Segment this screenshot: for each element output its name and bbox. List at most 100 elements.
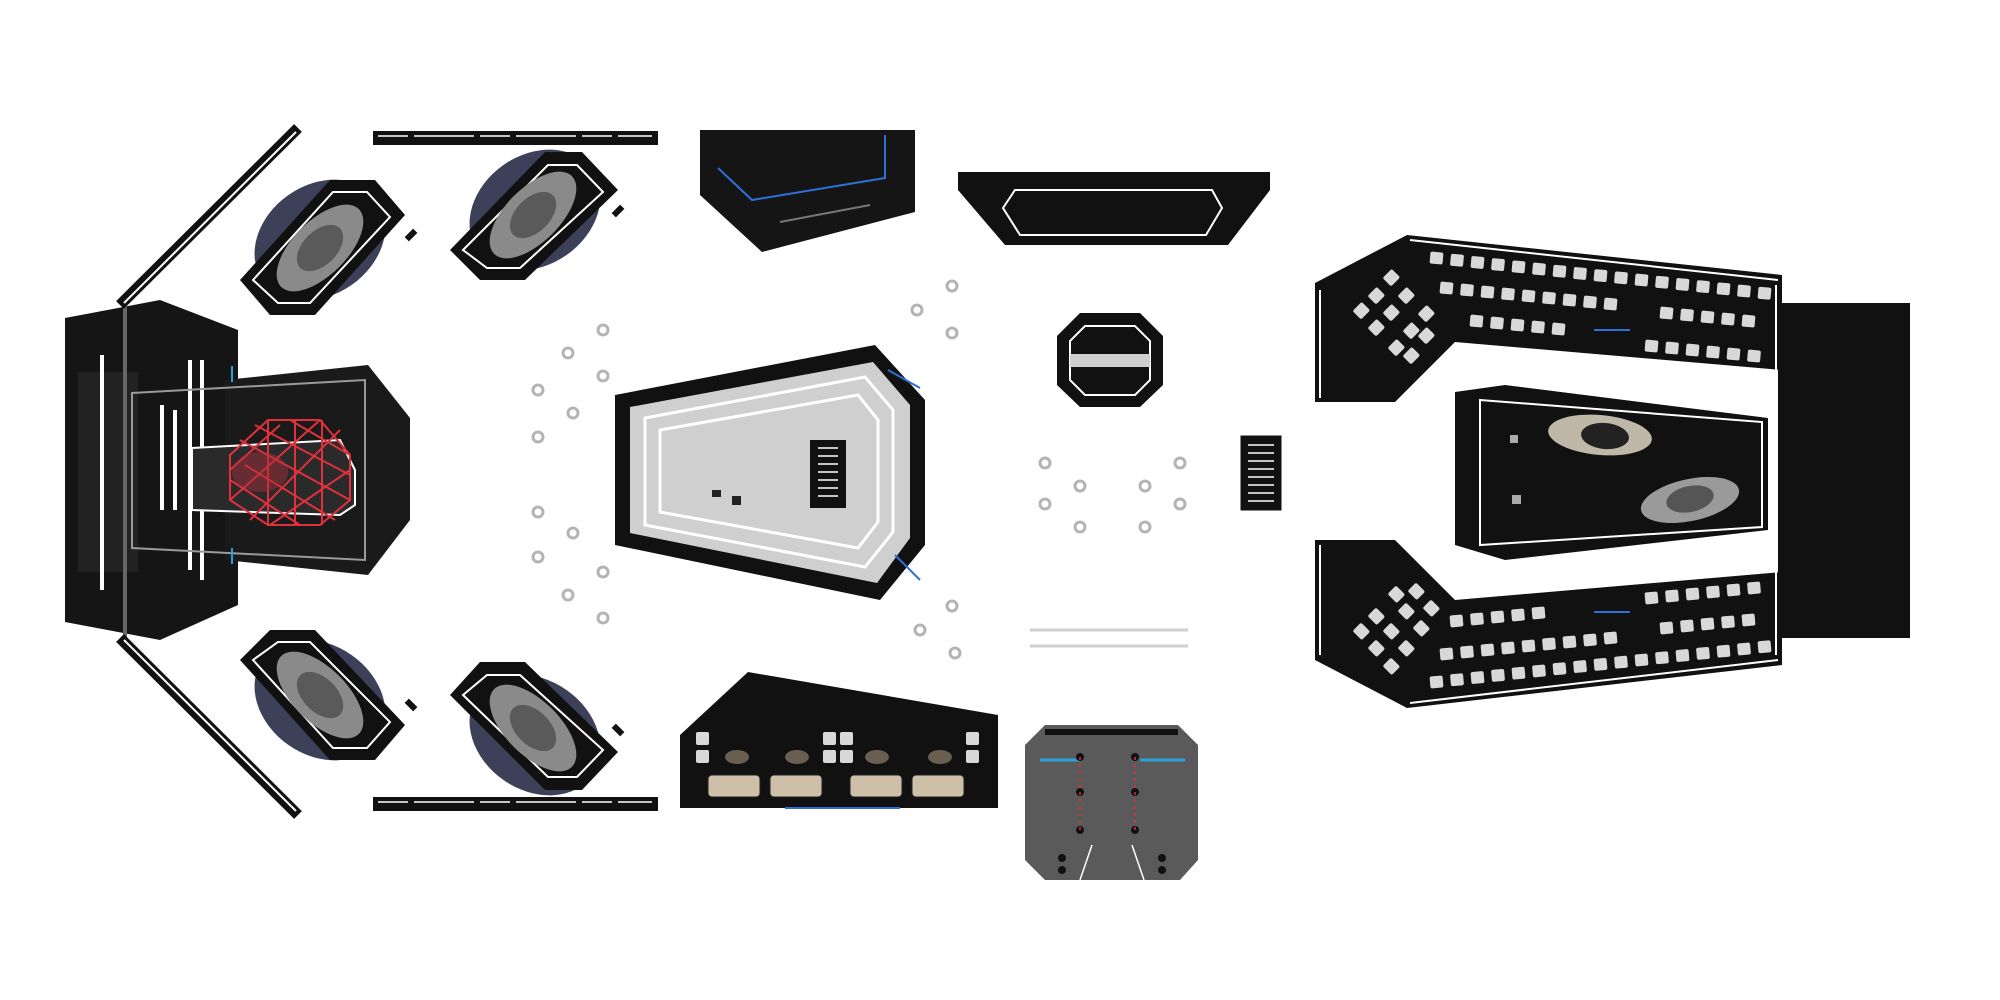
seat-icon: [1450, 253, 1464, 267]
seat-icon: [1398, 640, 1415, 657]
car-roof: [296, 671, 344, 719]
seat-icon: [1593, 269, 1608, 283]
platform-ramp-line: [1131, 844, 1145, 881]
seat-icon: [1490, 610, 1505, 624]
table-marker-icon: [1038, 456, 1052, 470]
seat-icon: [1726, 583, 1741, 597]
seat-icon: [966, 750, 979, 763]
stage-prop: [1510, 435, 1518, 443]
seat-icon: [1510, 318, 1525, 332]
seat-icon: [1501, 641, 1515, 655]
seat-icon: [1741, 613, 1756, 627]
seat-icon: [1747, 581, 1761, 595]
seat-icon: [1551, 322, 1566, 336]
pod-outline: [461, 674, 605, 778]
seat-icon: [1573, 267, 1587, 280]
platform-ramp-line: [1079, 844, 1093, 881]
seat-icon: [1552, 264, 1567, 278]
seat-icon: [840, 732, 853, 745]
speaker-icon: [404, 228, 418, 242]
seat-icon: [1603, 631, 1618, 645]
table-marker-icon: [945, 326, 959, 340]
seat-icon: [1716, 282, 1731, 296]
auditorium-wall-line: [1409, 659, 1779, 704]
diagonal-wall-bottom-highlight: [123, 639, 297, 812]
seat-icon: [823, 750, 836, 763]
table-marker-icon: [948, 646, 962, 660]
sofa-icon: [849, 774, 903, 798]
seat-icon: [1726, 347, 1741, 361]
seat-icon: [1573, 660, 1587, 673]
seat-icon: [1634, 273, 1649, 287]
speaker-icon: [404, 698, 418, 712]
seat-icon: [1413, 620, 1430, 637]
wall-bar-bottom: [373, 797, 658, 811]
auditorium-cars: [1548, 414, 1740, 524]
post: [1158, 866, 1166, 874]
seat-icon: [1388, 339, 1405, 356]
table-marker-icon: [1138, 520, 1152, 534]
sofa-icon: [769, 774, 823, 798]
table-marker-icon: [945, 279, 959, 293]
lattice-lines: [229, 419, 351, 526]
seat-icon: [1491, 668, 1505, 682]
seat-icon: [696, 750, 709, 763]
seat-icon: [1706, 585, 1720, 599]
lounge-seats: [696, 732, 979, 763]
seat-icon: [1614, 655, 1628, 669]
booth-accent: [717, 135, 886, 202]
side-table: [725, 750, 749, 764]
booth-counter: [779, 204, 871, 223]
seat-icon: [1700, 617, 1715, 631]
table-markers-left: [531, 323, 610, 625]
kiosk-counter: [1070, 354, 1150, 367]
table-marker-icon: [1173, 456, 1187, 470]
lattice-showcase: [131, 365, 410, 575]
seating-top-rows: [1353, 251, 1772, 364]
top-booth-left: [700, 130, 915, 252]
table-marker-icon: [1173, 497, 1187, 511]
seat-icon: [1665, 341, 1679, 355]
auditorium: [1315, 235, 1910, 708]
entrance-slat: [100, 355, 104, 590]
seat-icon: [1368, 608, 1385, 625]
car-roof: [296, 224, 344, 272]
showcase-frame-outer: [131, 378, 366, 562]
entrance-structure: [65, 300, 238, 640]
lounge-sofas: [707, 774, 965, 798]
seat-icon: [823, 732, 836, 745]
seat-icon: [1757, 640, 1772, 654]
seat-icon: [1696, 280, 1710, 294]
auditorium-backstage: [1778, 303, 1910, 638]
seat-icon: [1685, 343, 1700, 357]
side-table: [865, 750, 889, 764]
seat-icon: [1655, 275, 1669, 289]
central-stage: [615, 345, 925, 600]
seat-icon: [1644, 339, 1659, 353]
seat-icon: [1423, 600, 1440, 617]
table-marker-icon: [596, 323, 610, 337]
entrance-slat: [173, 410, 177, 510]
seat-icon: [1680, 619, 1694, 633]
seat-icon: [1593, 657, 1608, 671]
table-marker-icon: [596, 369, 610, 383]
stage-floor: [630, 362, 910, 583]
seat-icon: [1614, 271, 1628, 285]
seat-icon: [1716, 644, 1731, 658]
pod-outline: [461, 164, 605, 269]
seat-icon: [1696, 646, 1710, 660]
side-table: [785, 750, 809, 764]
car-pod-bottom-right: [450, 662, 625, 796]
table-marker-icon: [596, 611, 610, 625]
seat-icon: [1521, 289, 1536, 303]
seat-icon: [1634, 653, 1649, 667]
seat-icon: [1491, 258, 1505, 272]
table-marker-icon: [531, 383, 545, 397]
seat-icon: [1741, 314, 1756, 328]
stair-frame: [1239, 434, 1283, 512]
seat-icon: [696, 732, 709, 745]
seat-icon: [1460, 645, 1474, 659]
seat-icon: [1675, 649, 1690, 662]
table-marker-icon: [561, 588, 575, 602]
auditorium-wall-line: [1409, 239, 1779, 281]
